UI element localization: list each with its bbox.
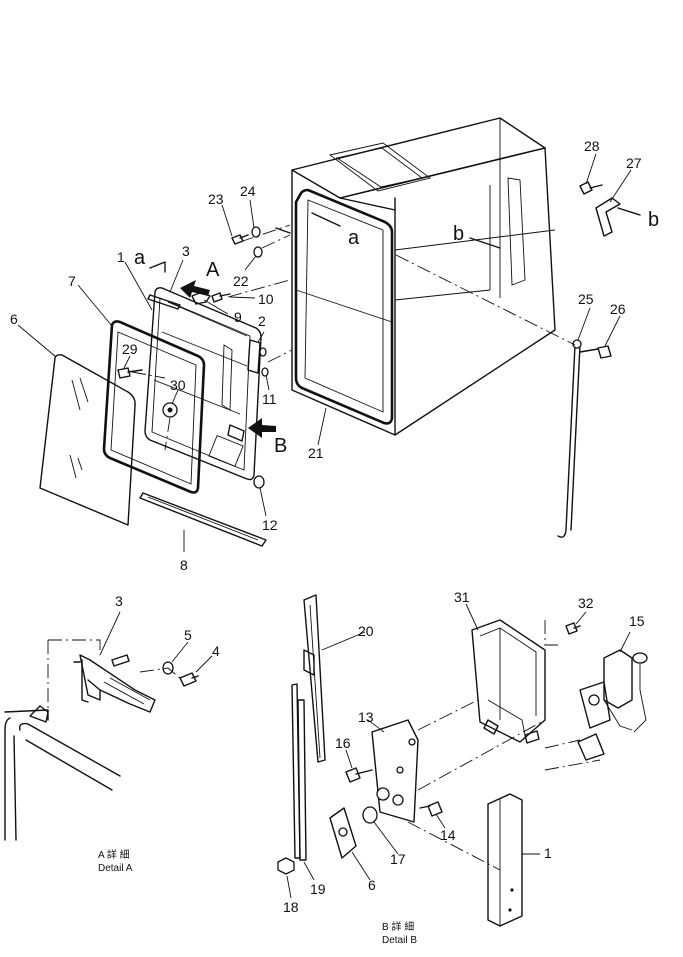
callout-26: 26	[610, 301, 626, 317]
detail-captions: A 詳 細 Detail A B 詳 細 Detail B	[98, 848, 417, 946]
detail-a-code: A 詳 細	[98, 848, 130, 861]
view-letters: A B a a b b	[134, 209, 659, 457]
assembly-lines	[131, 224, 576, 646]
callout-30: 30	[170, 377, 186, 393]
detail-a-callout-5: 5	[184, 627, 192, 643]
leader-lines	[17, 153, 632, 552]
callout-1: 1	[117, 249, 125, 265]
callout-6: 6	[10, 311, 18, 327]
callout-27: 27	[626, 155, 642, 171]
callout-21: 21	[308, 445, 324, 461]
detail-b-callout-6: 6	[368, 877, 376, 893]
callout-9: 9	[234, 309, 242, 325]
view-letter-b-upper: B	[274, 435, 287, 457]
fasteners	[117, 181, 621, 538]
callout-2: 2	[258, 313, 266, 329]
callout-28: 28	[584, 138, 600, 154]
detail-a-callout-4: 4	[212, 643, 220, 659]
seal-strip	[139, 492, 267, 547]
view-a-arrow	[180, 280, 210, 298]
detail-a-label: Detail A	[98, 863, 133, 874]
glass-pane	[39, 354, 136, 526]
detail-b-callout-15: 15	[629, 613, 645, 629]
callout-23: 23	[208, 191, 224, 207]
callout-29: 29	[122, 341, 138, 357]
callout-numbers: 1 2 3 6 7 8 9 10 11 12 21 22 23 24 25 26…	[10, 138, 645, 915]
view-b-arrow	[248, 418, 276, 438]
callout-3: 3	[182, 243, 190, 259]
callout-7: 7	[68, 273, 76, 289]
ref-letter-b-cab: b	[453, 223, 464, 245]
detail-b-callout-13: 13	[358, 709, 374, 725]
callout-8: 8	[180, 557, 188, 573]
detail-b-callout-18: 18	[283, 899, 299, 915]
detail-b-callout-19: 19	[310, 881, 326, 897]
callout-24: 24	[240, 183, 256, 199]
detail-b-callout-32: 32	[578, 595, 594, 611]
view-arrows	[149, 207, 641, 438]
detail-b-callout-14: 14	[440, 827, 456, 843]
detail-b-code: B 詳 細	[382, 920, 414, 933]
door-frame	[144, 287, 262, 481]
detail-b-callout-16: 16	[335, 735, 351, 751]
ref-letter-b-bracket: b	[648, 209, 659, 231]
detail-b-callout-20: 20	[358, 623, 374, 639]
detail-b-callout-17: 17	[390, 851, 406, 867]
ref-letter-a-door: a	[134, 247, 146, 269]
detail-b-drawing	[277, 594, 648, 927]
detail-b-label: Detail B	[382, 935, 417, 946]
callout-10: 10	[258, 291, 274, 307]
cab-body	[291, 117, 556, 436]
callout-12: 12	[262, 517, 278, 533]
detail-a-callout-3: 3	[115, 593, 123, 609]
detail-a-drawing	[4, 611, 213, 841]
detail-b-callout-31: 31	[454, 589, 470, 605]
ref-letter-a-cab: a	[348, 227, 360, 249]
view-letter-a-upper: A	[206, 259, 220, 281]
callout-25: 25	[578, 291, 594, 307]
callout-11: 11	[262, 391, 277, 407]
callout-22: 22	[233, 273, 249, 289]
window-frame	[102, 320, 206, 494]
detail-b-callout-1: 1	[544, 845, 552, 861]
